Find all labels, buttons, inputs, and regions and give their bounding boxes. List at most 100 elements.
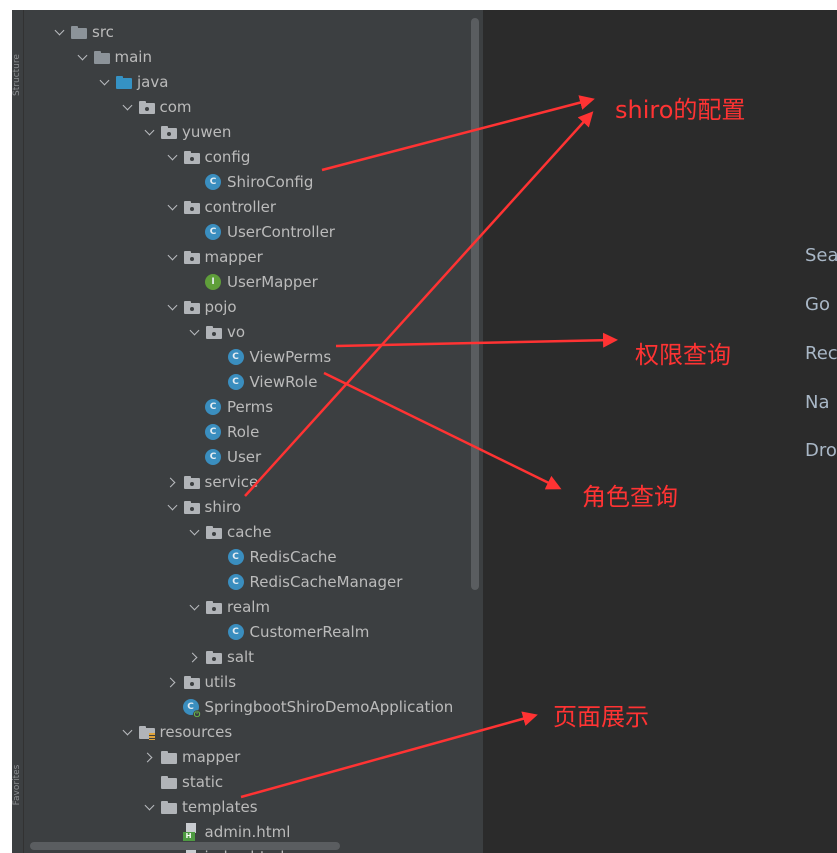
package-icon bbox=[160, 124, 178, 140]
interface-icon: I bbox=[205, 273, 221, 290]
tree-item[interactable]: salt bbox=[185, 644, 254, 669]
tree-item[interactable]: yuwen bbox=[140, 119, 231, 144]
annotation-role-query: 角色查询 bbox=[582, 483, 678, 511]
tree-item[interactable]: vo bbox=[185, 319, 245, 344]
arrow-shiroconfig bbox=[321, 95, 595, 172]
annotation-perms-query: 权限查询 bbox=[635, 341, 731, 369]
tree-item-label: salt bbox=[227, 647, 255, 666]
tree-item[interactable]: java bbox=[95, 69, 168, 94]
tree-item[interactable]: controller bbox=[163, 194, 276, 219]
tree-item-label: mapper bbox=[182, 747, 241, 766]
tree-item-label: CustomerRealm bbox=[249, 622, 370, 641]
tree-item-label: cache bbox=[227, 522, 272, 541]
tree-item-label: utils bbox=[204, 672, 237, 691]
tree-item-label: mapper bbox=[204, 247, 263, 266]
tree-item[interactable]: C ViewRole bbox=[208, 369, 318, 394]
tree-item[interactable]: realm bbox=[185, 594, 270, 619]
tree-item-label: ViewPerms bbox=[249, 347, 332, 366]
folder-icon bbox=[160, 774, 178, 790]
tree-item-label: SpringbootShiroDemoApplication bbox=[204, 697, 454, 716]
tree-item[interactable]: main bbox=[73, 44, 152, 69]
spring-boot-class-icon: C bbox=[182, 698, 202, 719]
package-icon bbox=[138, 99, 156, 115]
folder-icon bbox=[70, 24, 88, 40]
class-icon: C bbox=[205, 223, 221, 240]
tree-item-label: config bbox=[204, 147, 251, 166]
folder-icon bbox=[93, 49, 111, 65]
editor-hint-goto: Go bbox=[805, 294, 830, 315]
editor-hint-search: Sea bbox=[805, 245, 837, 266]
arrow-viewperms bbox=[335, 332, 618, 348]
tree-item[interactable]: src bbox=[50, 19, 114, 44]
package-icon bbox=[183, 674, 201, 690]
tool-window-strip: Structure Favorites bbox=[12, 10, 24, 853]
editor-hint-navigation: Na bbox=[805, 392, 830, 413]
tree-item-label: shiro bbox=[204, 497, 242, 516]
tree-item[interactable]: cache bbox=[185, 519, 271, 544]
tree-item-label: static bbox=[182, 772, 224, 791]
left-border bbox=[0, 10, 12, 853]
class-icon: C bbox=[227, 573, 244, 590]
package-icon bbox=[183, 149, 201, 165]
tree-item[interactable]: CSpringbootShiroDemoApplication bbox=[163, 694, 454, 719]
tree-item[interactable]: shiro bbox=[163, 494, 242, 519]
editor-hint-drop: Dro bbox=[805, 440, 837, 461]
tree-item[interactable]: pojo bbox=[163, 294, 237, 319]
package-icon bbox=[183, 299, 201, 315]
tree-item[interactable]: static bbox=[140, 769, 223, 794]
tree-item[interactable]: C RedisCacheManager bbox=[208, 569, 403, 594]
class-icon: C bbox=[205, 448, 221, 465]
tree-item[interactable]: templates bbox=[140, 794, 258, 819]
tree-item-label: src bbox=[92, 22, 114, 41]
tree-item[interactable]: mapper bbox=[163, 244, 263, 269]
tree-item[interactable]: resources bbox=[118, 719, 233, 744]
tree-item-label: vo bbox=[227, 322, 246, 341]
tree-item[interactable]: C User bbox=[185, 444, 261, 469]
tree-item-label: Role bbox=[227, 422, 260, 441]
package-icon bbox=[205, 524, 223, 540]
tree-item[interactable]: mapper bbox=[140, 744, 240, 769]
tree-item-label: resources bbox=[159, 722, 233, 741]
tree-vertical-scrollbar[interactable] bbox=[471, 18, 479, 590]
tree-item-label: yuwen bbox=[182, 122, 232, 141]
html-file-icon: H bbox=[182, 822, 199, 841]
tree-item-label: com bbox=[159, 97, 192, 116]
tree-item-label: RedisCacheManager bbox=[249, 572, 403, 591]
tree-item[interactable]: com bbox=[118, 94, 192, 119]
resources-folder-icon bbox=[138, 724, 156, 740]
tree-item-label: RedisCache bbox=[249, 547, 337, 566]
class-icon: C bbox=[205, 173, 221, 190]
tree-item-label: ViewRole bbox=[249, 372, 318, 391]
tree-item[interactable]: C UserController bbox=[185, 219, 335, 244]
tree-item-label: realm bbox=[227, 597, 271, 616]
tree-item[interactable]: service bbox=[163, 469, 258, 494]
folder-icon bbox=[160, 749, 178, 765]
package-icon bbox=[183, 249, 201, 265]
package-icon bbox=[183, 499, 201, 515]
folder-icon bbox=[160, 799, 178, 815]
class-icon: C bbox=[227, 373, 244, 390]
tree-item-label: main bbox=[114, 47, 152, 66]
tree-item-label: java bbox=[137, 72, 169, 91]
tree-item[interactable]: config bbox=[163, 144, 251, 169]
tree-item-label: UserController bbox=[227, 222, 335, 241]
tree-horizontal-scrollbar[interactable] bbox=[30, 842, 340, 850]
source-folder-icon bbox=[115, 74, 133, 90]
tree-item-label: User bbox=[227, 447, 262, 466]
editor-area[interactable] bbox=[483, 10, 837, 853]
tree-item[interactable]: Hindex.html bbox=[163, 844, 284, 853]
annotation-shiro-config: shiro的配置 bbox=[615, 96, 746, 124]
tree-item-label: admin.html bbox=[204, 822, 291, 841]
tree-item[interactable]: utils bbox=[163, 669, 237, 694]
package-icon bbox=[183, 199, 201, 215]
